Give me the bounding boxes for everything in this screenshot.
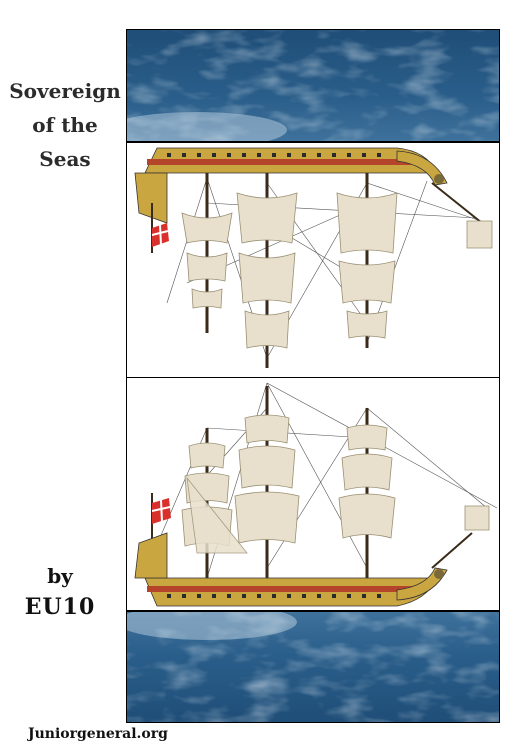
st-george-ensign-icon (151, 493, 171, 553)
site-footer: Juniorgeneral.org (28, 726, 168, 742)
author-name: EU10 (24, 594, 96, 620)
ship-view-bottom (126, 377, 500, 611)
title-line-2: of the (32, 113, 98, 137)
by-label: by (47, 564, 73, 588)
author-credit: by EU10 (20, 562, 100, 624)
sea-texture (127, 30, 499, 141)
st-george-ensign-icon (151, 203, 169, 253)
title-line-3: Seas (39, 147, 91, 171)
page-title: Sovereign of the Seas (6, 74, 124, 176)
sea-top-panel (126, 29, 500, 142)
galleon-icon (134, 382, 498, 607)
sea-texture (127, 612, 499, 722)
galleon-icon (134, 147, 493, 368)
sea-bottom-panel (126, 611, 500, 723)
title-line-1: Sovereign (9, 79, 121, 103)
ship-view-top (126, 142, 500, 378)
